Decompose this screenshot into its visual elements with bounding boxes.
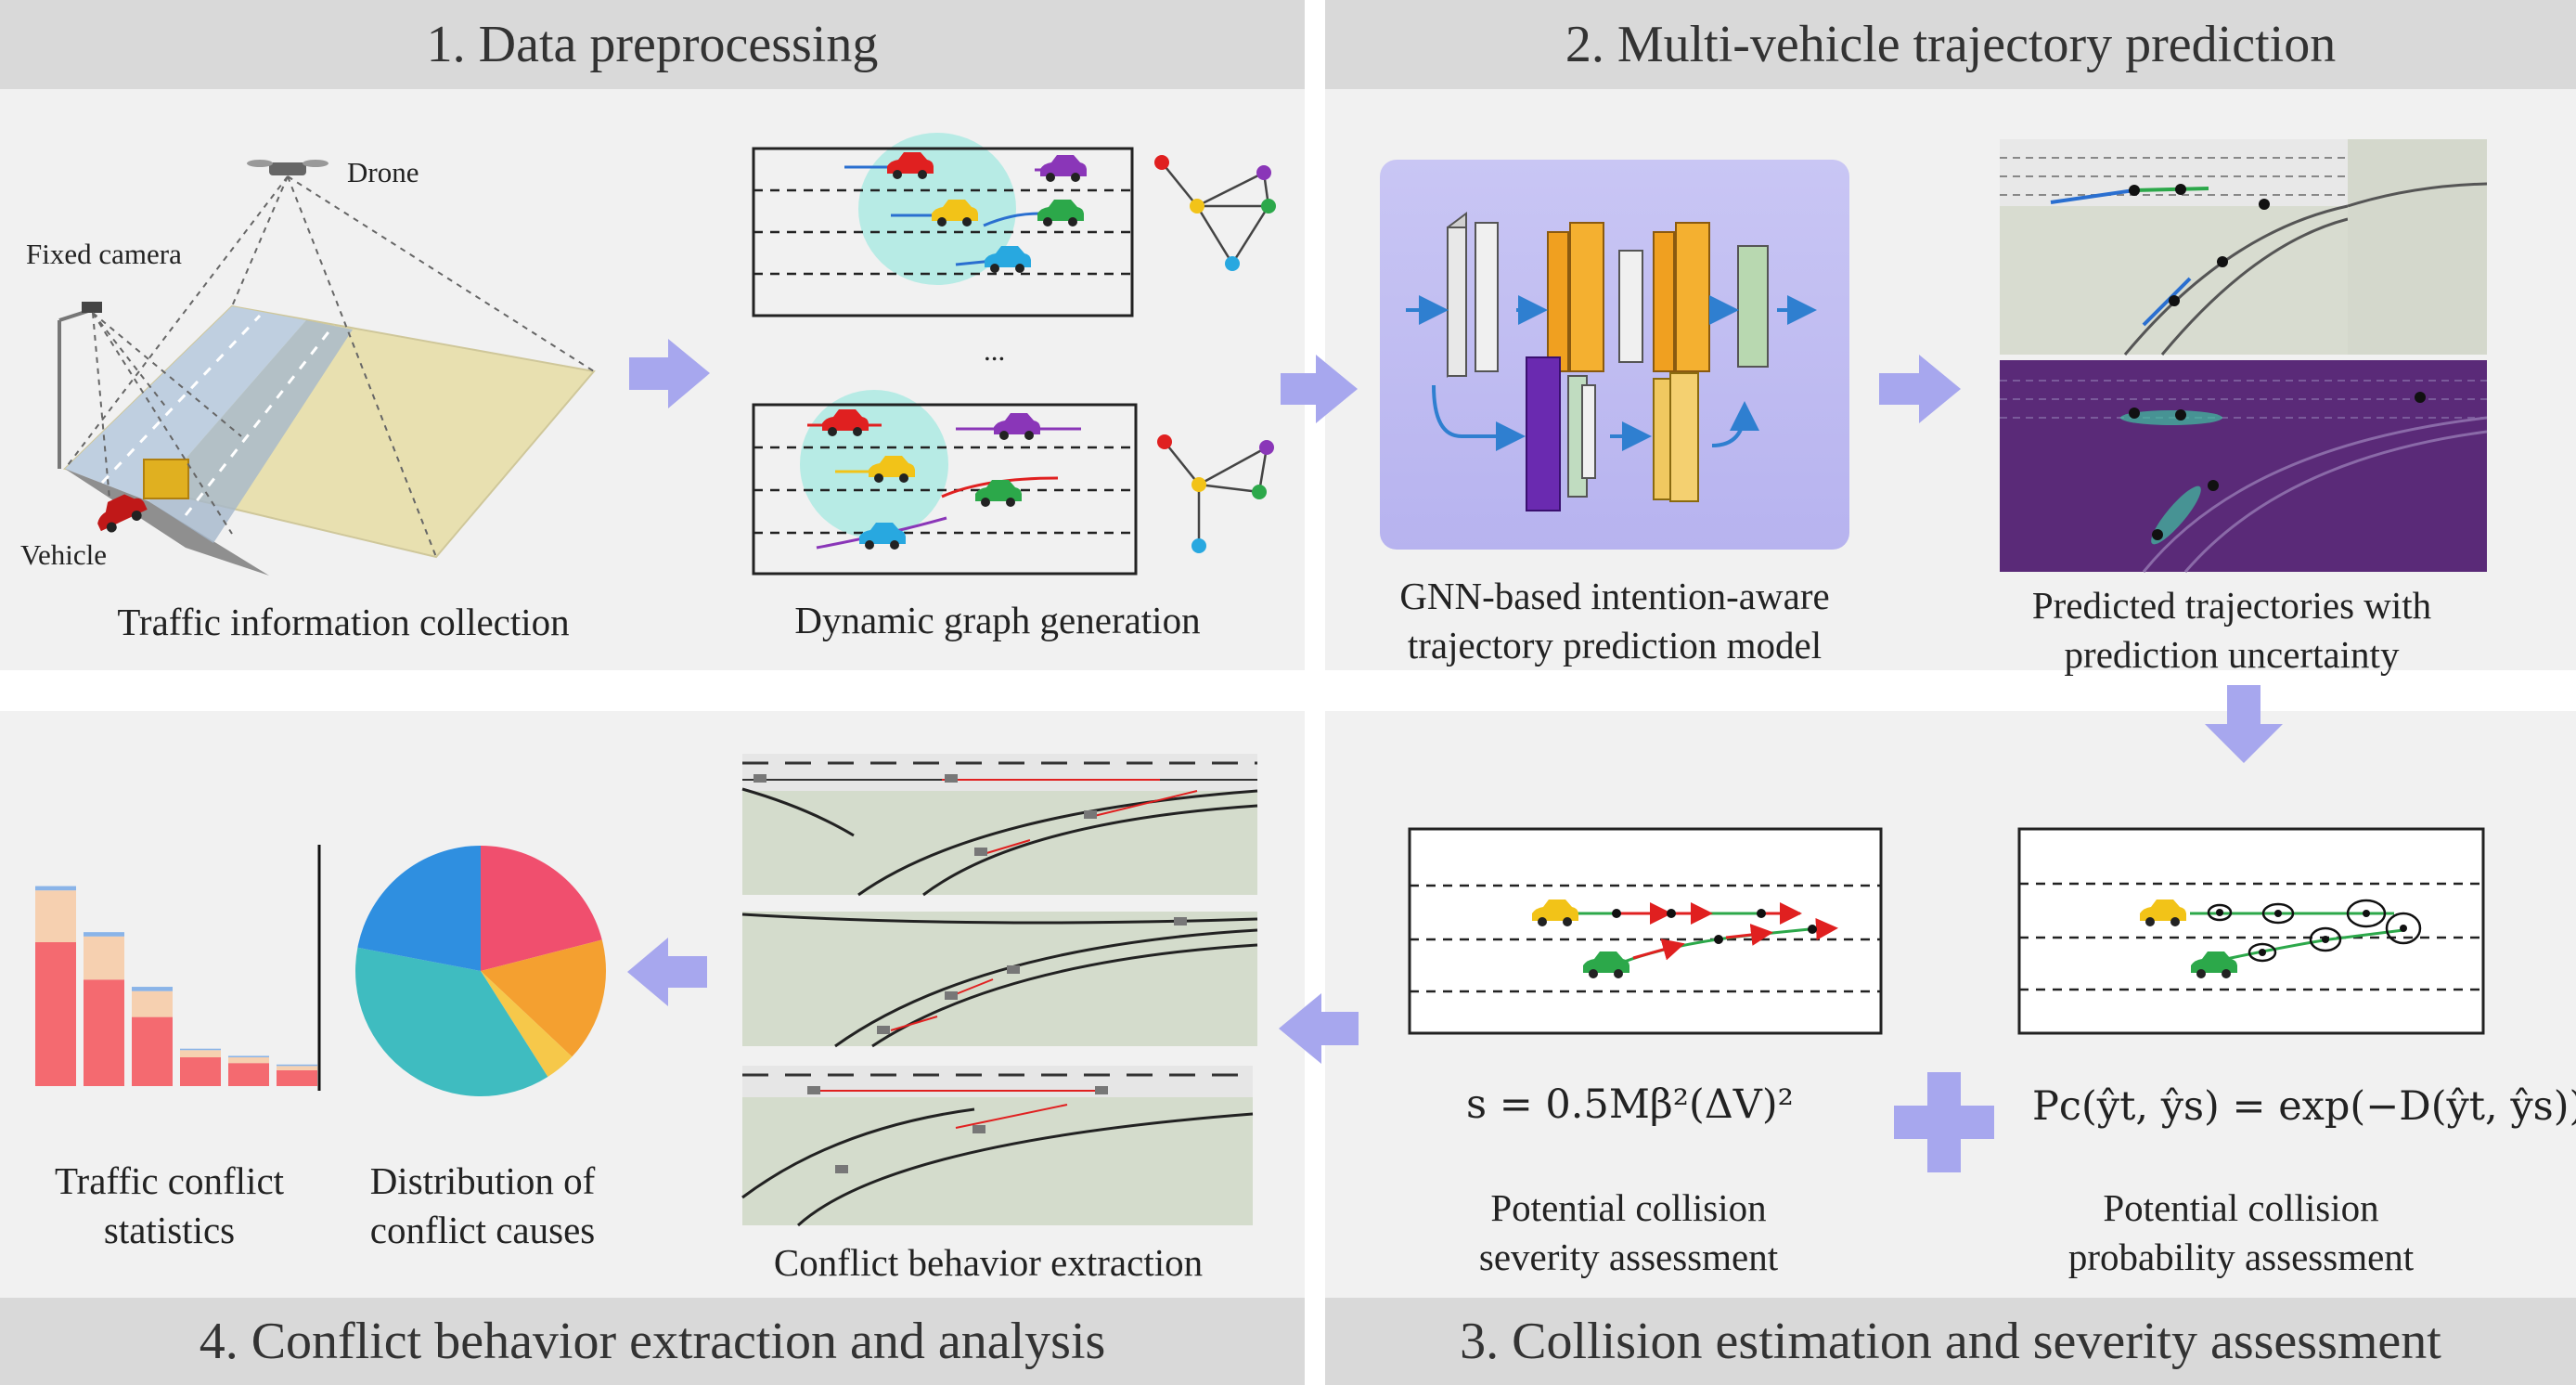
bar-segment (84, 936, 124, 980)
drone-label: Drone (347, 156, 419, 188)
severity-road-diagram (1408, 827, 1883, 1035)
predicted-trajectories-caption: Predicted trajectories with prediction u… (2031, 584, 2432, 677)
probability-road-diagram (2017, 827, 2485, 1035)
bar-segment (84, 932, 124, 937)
bar-segment (35, 942, 76, 1086)
section-title-data-preprocessing: 1. Data preprocessing (0, 0, 1305, 89)
gnn-model-caption: GNN-based intention-aware trajectory pre… (1399, 575, 1830, 667)
graph-snapshot-2 (752, 390, 1274, 576)
severity-formula: s = 0.5Mβ²(ΔV)² (1466, 1081, 1794, 1128)
bar-segment (132, 987, 173, 991)
bar-segment (132, 1016, 173, 1086)
bar-segment (228, 1063, 269, 1086)
bar-segment (228, 1057, 269, 1064)
severity-caption: Potential collision severity assessment (1478, 1186, 1779, 1279)
probability-formula: Pc(ŷt, ŷs) = exp(−D(ŷt, ŷs)) (2032, 1083, 2576, 1130)
vehicle-label: Vehicle (20, 538, 107, 571)
bar-segment (277, 1064, 317, 1067)
bar-segment (277, 1066, 317, 1070)
section-title-collision-estimation: 3. Collision estimation and severity ass… (1325, 1298, 2576, 1385)
conflict-causes-caption: Distribution of conflict causes (369, 1159, 596, 1252)
pie-slice (357, 846, 481, 971)
ellipsis-label: ... (984, 334, 1006, 367)
bar-segment (228, 1055, 269, 1057)
flow-arrows (627, 339, 2283, 1172)
gnn-model-diagram (1380, 160, 1849, 550)
conflict-causes-pie-chart (355, 846, 606, 1096)
bar-segment (180, 1050, 221, 1057)
bar-segment (132, 990, 173, 1017)
bar-segment (180, 1048, 221, 1051)
traffic-conflict-bar-chart (35, 886, 317, 1086)
traffic-collection-caption: Traffic information collection (117, 601, 570, 643)
bar-segment (277, 1069, 317, 1086)
predicted-trajectories-images (2000, 139, 2488, 573)
section-title-conflict-analysis: 4. Conflict behavior extraction and anal… (0, 1298, 1305, 1385)
bar-segment (84, 979, 124, 1086)
bar-segment (35, 890, 76, 942)
dynamic-graph-caption: Dynamic graph generation (794, 599, 1201, 641)
pie-slice (355, 947, 548, 1096)
probability-caption: Potential collision probability assessme… (2067, 1186, 2415, 1279)
graph-snapshot-1 (752, 133, 1276, 317)
traffic-collection-illustration (58, 160, 596, 576)
pie-slice (481, 846, 602, 971)
pie-slice (481, 971, 573, 1077)
pie-slice (481, 939, 606, 1057)
conflict-extraction-images (741, 754, 1258, 1227)
conflict-statistics-caption: Traffic conflict statistics (54, 1159, 285, 1252)
bar-segment (180, 1057, 221, 1086)
conflict-extraction-caption: Conflict behavior extraction (773, 1241, 1204, 1284)
section-title-trajectory-prediction: 2. Multi-vehicle trajectory prediction (1325, 0, 2576, 89)
fixed-camera-label: Fixed camera (26, 238, 182, 270)
bar-segment (35, 886, 76, 891)
